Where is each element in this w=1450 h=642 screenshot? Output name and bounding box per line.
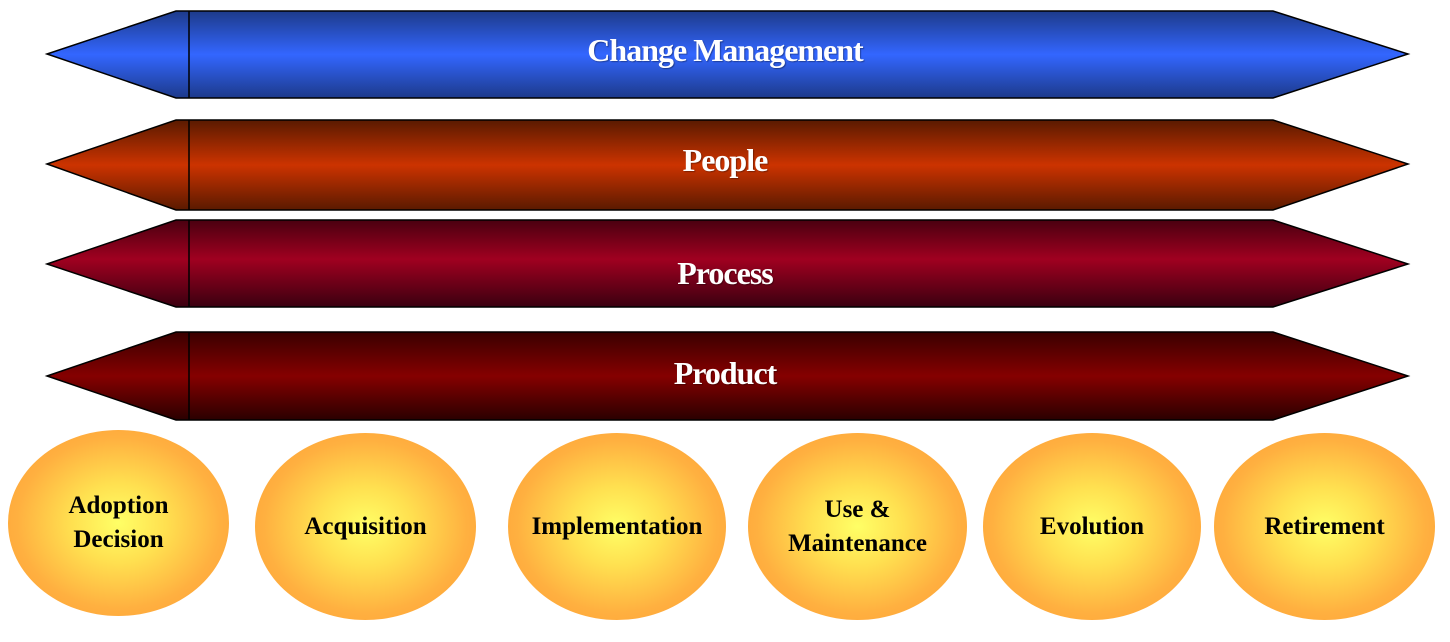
double-arrow-shape	[44, 10, 1411, 99]
phase-implementation: Implementation	[508, 433, 726, 620]
phase-label: Retirement	[1264, 512, 1385, 540]
banner-product: Product	[0, 331, 1450, 422]
banner-label: Process	[677, 255, 773, 291]
banner-label: People	[682, 142, 769, 178]
phase-label: Acquisition	[304, 512, 427, 540]
phase-label: Implementation	[531, 512, 703, 540]
phase-acquisition: Acquisition	[255, 433, 476, 620]
phase-label: Evolution	[1039, 512, 1145, 540]
double-arrow-shape	[44, 119, 1411, 211]
phase-label: Use & Maintenance	[788, 495, 927, 557]
double-arrow-shape	[44, 219, 1411, 308]
phase-retirement: Retirement	[1214, 433, 1435, 620]
banner-label: Product	[673, 355, 778, 391]
banner-people: People	[0, 119, 1450, 212]
double-arrow-shape	[44, 331, 1411, 421]
phase-adoption-decision: Adoption Decision	[8, 430, 229, 616]
phase-label: Adoption Decision	[68, 492, 169, 553]
phase-evolution: Evolution	[983, 433, 1201, 620]
banner-process: Process	[0, 219, 1450, 309]
banner-change-management: Change Management	[0, 10, 1450, 100]
banner-label: Change Management	[587, 32, 863, 68]
phase-use-maintenance: Use & Maintenance	[748, 433, 967, 620]
